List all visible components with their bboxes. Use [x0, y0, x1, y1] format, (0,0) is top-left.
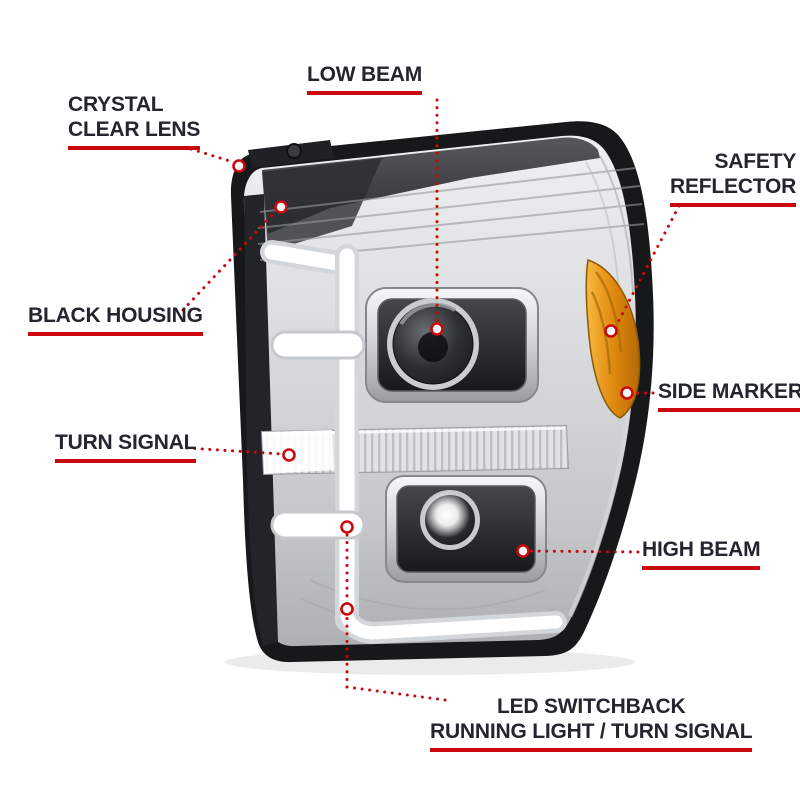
- callout-turn-signal: TURN SIGNAL: [55, 430, 196, 463]
- turn-signal-strip: [260, 424, 570, 476]
- dot-led-switchback-lower: [340, 602, 354, 616]
- dot-low-beam: [430, 322, 444, 336]
- led-switchback-line1: LED SWITCHBACK: [496, 695, 686, 718]
- black-housing-area: [262, 137, 600, 234]
- callout-leaders: [181, 98, 681, 702]
- mounting-screw: [286, 143, 302, 159]
- dot-side-marker: [620, 386, 634, 400]
- crystal-clear-lens-line2: CLEAR LENS: [68, 118, 201, 141]
- leader-black-housing: [181, 209, 278, 312]
- callout-high-beam: HIGH BEAM: [642, 537, 761, 570]
- low-beam-projector: [365, 287, 539, 403]
- turn-signal-label: TURN SIGNAL: [55, 430, 196, 463]
- leader-crystal-clear-lens: [189, 147, 235, 164]
- callout-low-beam: LOW BEAM: [307, 62, 422, 95]
- dot-led-switchback-upper: [340, 520, 354, 534]
- dot-safety-reflector: [604, 324, 618, 338]
- led-switchback-line2: RUNNING LIGHT / TURN SIGNAL: [430, 720, 753, 743]
- leader-turn-signal: [185, 446, 284, 456]
- callout-black-housing: BLACK HOUSING: [28, 303, 203, 336]
- safety-reflector-line2: REFLECTOR: [670, 175, 797, 198]
- dot-turn-signal: [282, 448, 296, 462]
- safety-reflector-line1: SAFETY: [714, 150, 797, 173]
- leader-led-switchback: [345, 533, 447, 702]
- callout-led-switchback: LED SWITCHBACK RUNNING LIGHT / TURN SIGN…: [430, 694, 753, 752]
- callout-dots: [232, 159, 634, 616]
- callout-crystal-clear-lens: CRYSTAL CLEAR LENS: [68, 92, 200, 150]
- black-housing-label: BLACK HOUSING: [28, 303, 203, 336]
- high-beam-label: HIGH BEAM: [642, 537, 761, 570]
- side-marker-label: SIDE MARKER: [658, 379, 800, 412]
- crystal-clear-lens-line1: CRYSTAL: [68, 93, 164, 116]
- callout-side-marker: SIDE MARKER: [658, 379, 800, 412]
- dot-crystal-clear-lens: [232, 159, 246, 173]
- high-beam-projector: [385, 475, 547, 583]
- callout-safety-reflector: SAFETY REFLECTOR: [670, 149, 796, 207]
- dot-black-housing: [274, 200, 288, 214]
- low-beam-label: LOW BEAM: [307, 62, 422, 95]
- leader-safety-reflector: [614, 204, 681, 328]
- leader-high-beam: [528, 549, 640, 554]
- amber-side-marker: [585, 259, 641, 419]
- left-housing-strip: [244, 194, 278, 646]
- dot-high-beam: [516, 544, 530, 558]
